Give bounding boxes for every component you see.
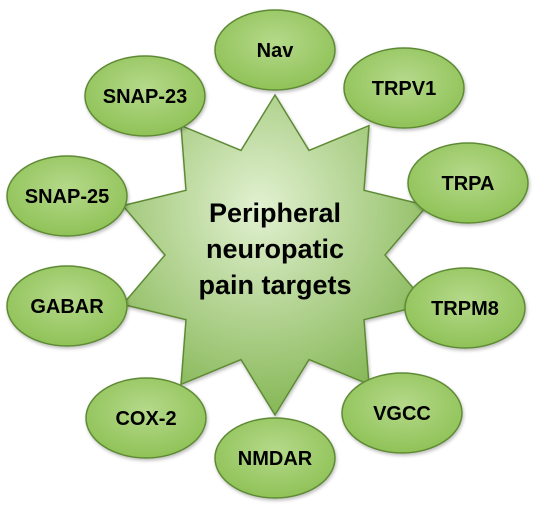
target-node-snap-23: SNAP-23	[84, 55, 206, 137]
center-title-line-3: pain targets	[198, 270, 351, 300]
target-label: SNAP-25	[25, 186, 109, 208]
target-ellipse	[404, 267, 526, 349]
target-node-trpm8: TRPM8	[404, 267, 526, 349]
target-node-nav: Nav	[214, 9, 336, 91]
target-label: TRPA	[442, 173, 495, 195]
target-ellipse	[6, 155, 128, 237]
target-label: TRPV1	[372, 78, 436, 100]
target-label: NMDAR	[238, 448, 313, 470]
center-title-line-2: neuropatic	[206, 234, 344, 264]
target-ellipse	[214, 9, 336, 91]
target-node-trpv1: TRPV1	[343, 47, 465, 129]
target-ellipse	[407, 142, 529, 224]
target-ellipse	[85, 377, 207, 459]
center-title: Peripheral neuropatic pain targets	[198, 198, 351, 300]
target-ellipse	[6, 265, 128, 347]
target-node-gabar: GABAR	[6, 265, 128, 347]
center-title-line-1: Peripheral	[209, 198, 341, 228]
target-node-nmdar: NMDAR	[214, 417, 336, 499]
target-ellipse	[214, 417, 336, 499]
target-label: GABAR	[30, 296, 104, 318]
target-label: COX-2	[115, 408, 176, 430]
target-ellipse	[84, 55, 206, 137]
target-node-cox-2: COX-2	[85, 377, 207, 459]
target-label: TRPM8	[431, 298, 499, 320]
target-ellipse	[343, 47, 465, 129]
target-node-snap-25: SNAP-25	[6, 155, 128, 237]
target-label: SNAP-23	[103, 86, 187, 108]
center-star-shape	[121, 93, 429, 417]
target-ellipse	[341, 372, 463, 454]
target-node-trpa: TRPA	[407, 142, 529, 224]
target-label: VGCC	[373, 403, 431, 425]
target-node-vgcc: VGCC	[341, 372, 463, 454]
target-label: Nav	[257, 40, 295, 62]
